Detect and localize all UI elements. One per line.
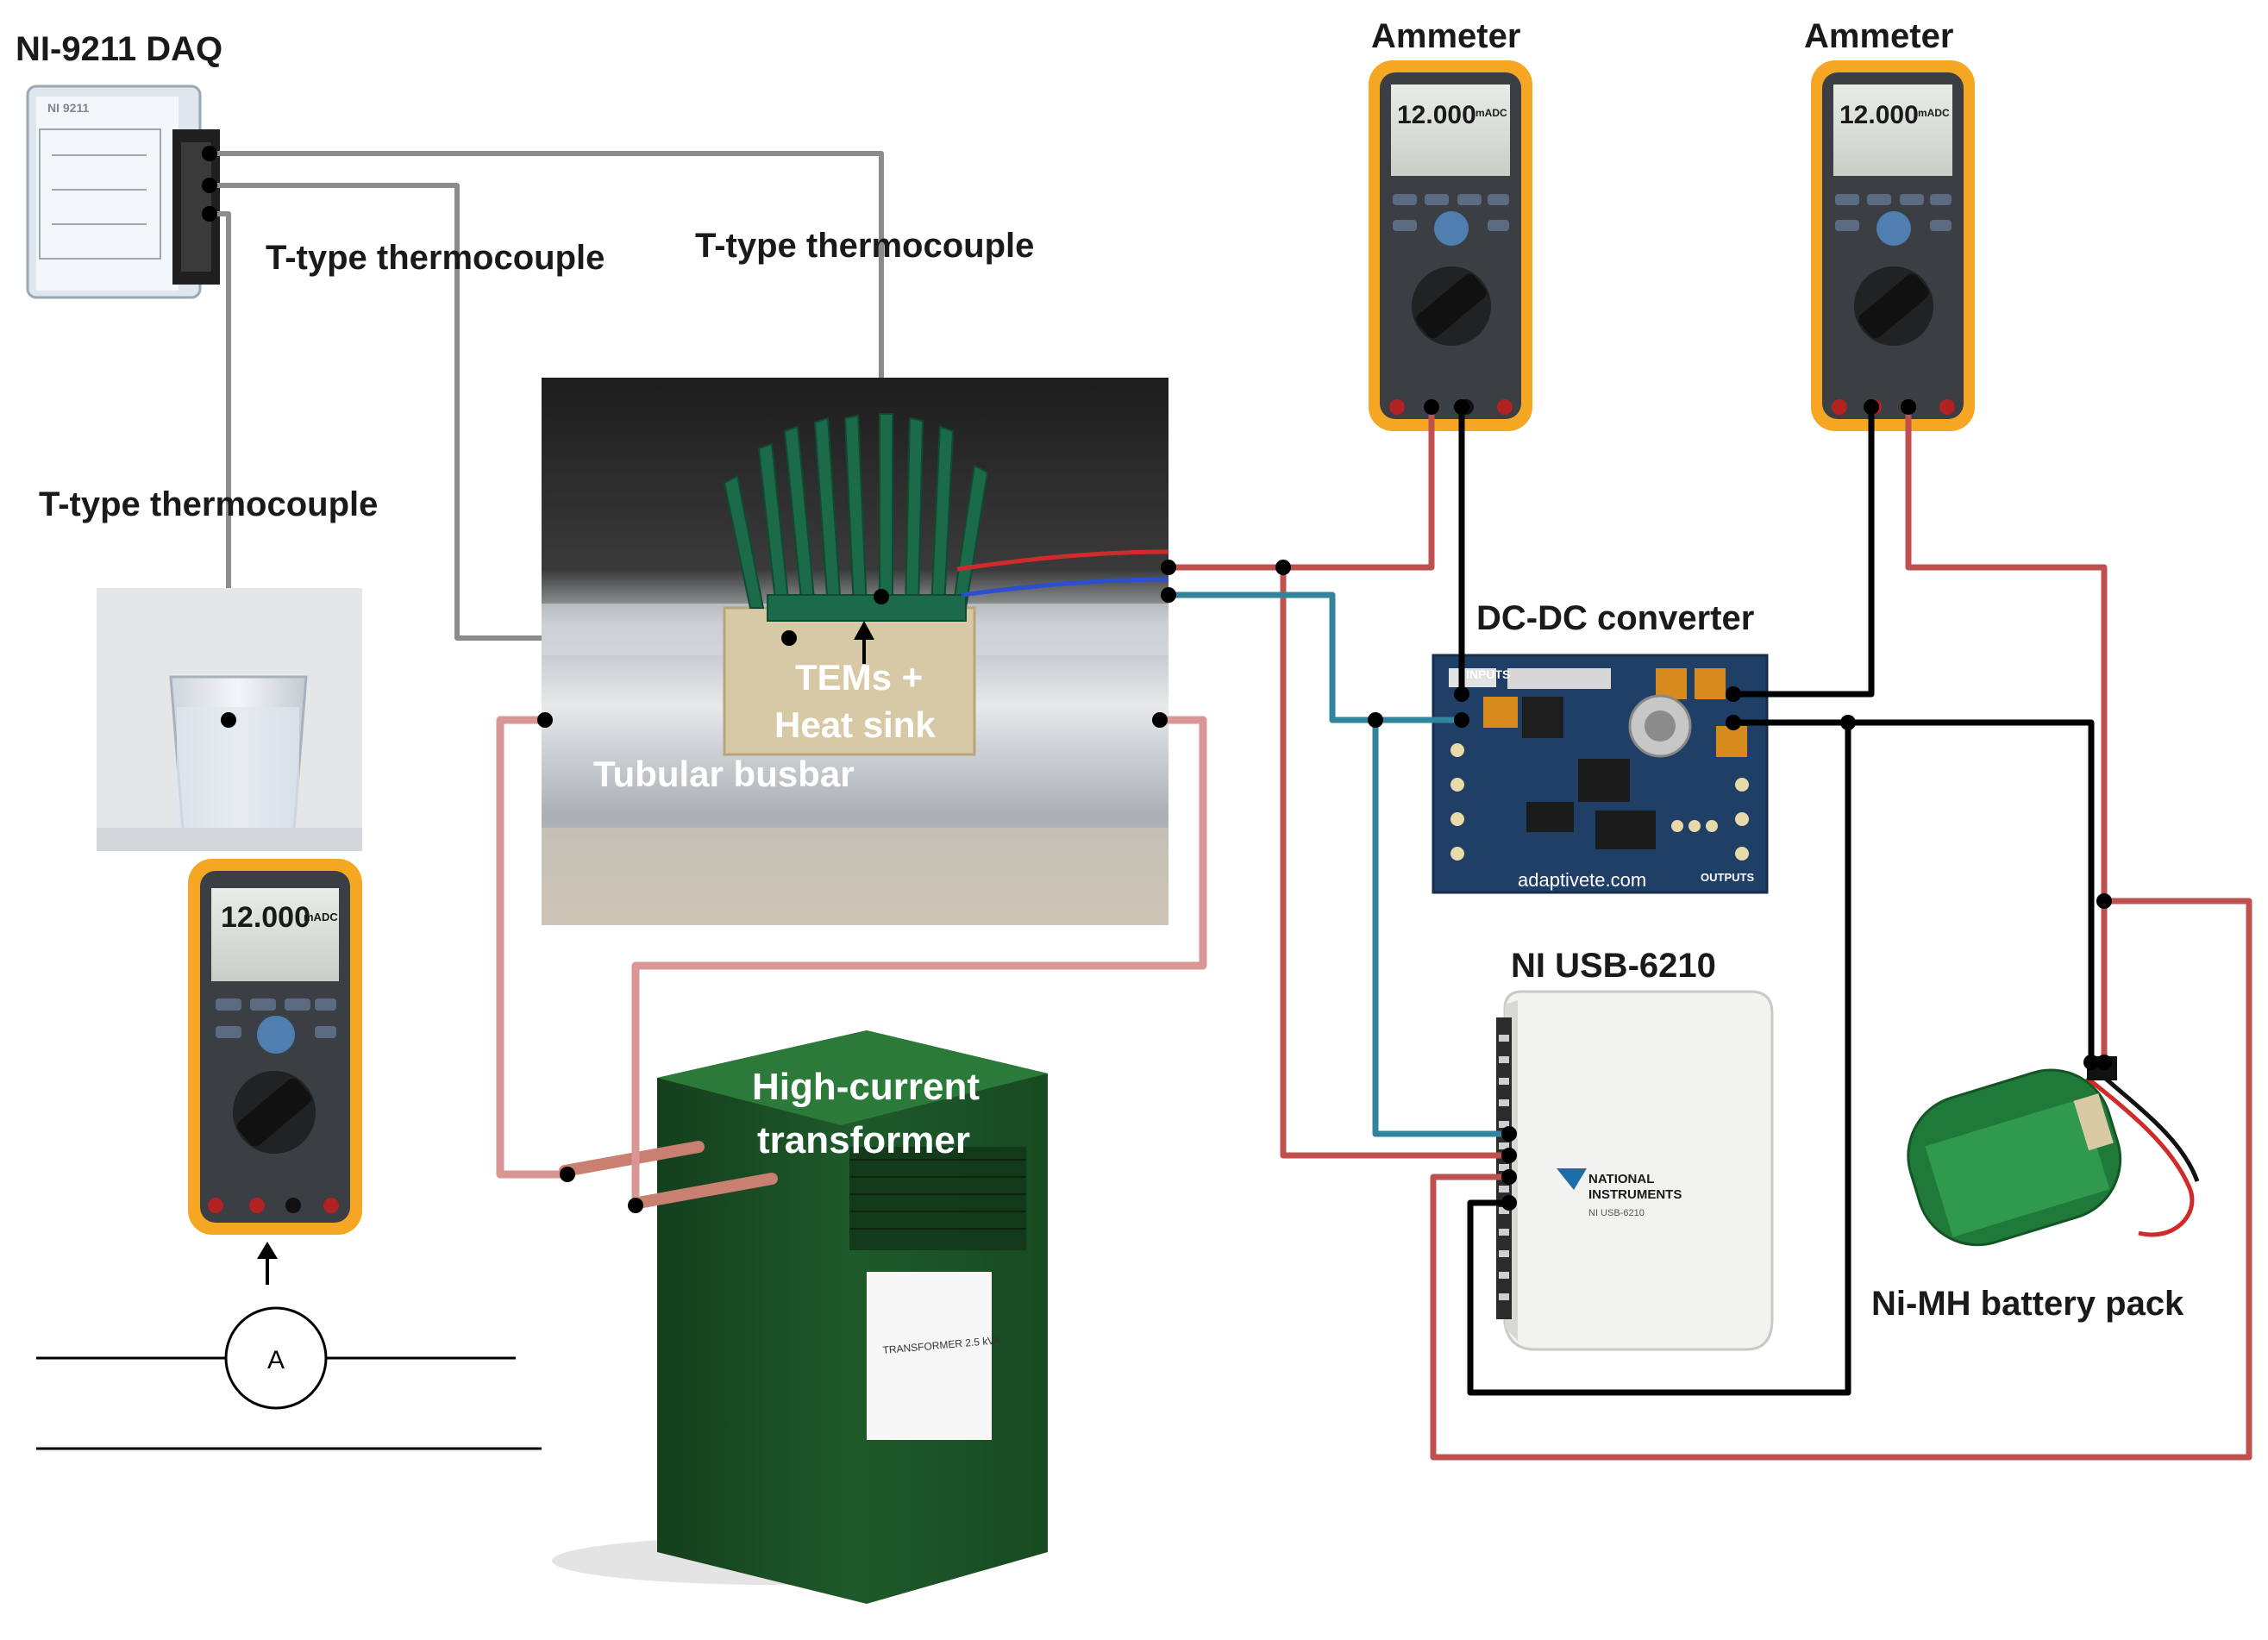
thermocouple-label-right: T-type thermocouple	[695, 227, 1034, 265]
transformer-label-line1: High-current	[752, 1066, 980, 1108]
ni-9211-daq-module: NI 9211	[26, 85, 220, 299]
busbar-photo	[542, 378, 1169, 925]
ammeter-1-unit: mADC	[1475, 107, 1507, 119]
ammeter-2-reading: 12.000	[1839, 101, 1919, 129]
wire-junction-dots	[202, 146, 2112, 1213]
red-signal-wires	[1168, 407, 2252, 1461]
multimeter-left: 12.000 mADC	[188, 859, 362, 1235]
board-site-text: adaptivete.com	[1518, 869, 1646, 891]
daq-label: NI-9211 DAQ	[16, 30, 222, 68]
water-glass-photo	[97, 588, 362, 851]
ni-usb-6210-device: NATIONAL INSTRUMENTS NI USB-6210	[1496, 990, 1774, 1351]
teal-signal-wires	[1168, 592, 1509, 1137]
thermocouple-label-left: T-type thermocouple	[266, 239, 605, 277]
ammeter-symbol: A	[36, 1242, 542, 1450]
dc-dc-converter-board: INPUTS adaptivete.com OUTPUTS	[1432, 654, 1769, 894]
ammeter-2: 12.000 mADC	[1811, 60, 1975, 431]
meter-left-unit: mADC	[304, 911, 338, 923]
busbar-label: Tubular busbar	[593, 754, 855, 794]
heat-sink	[723, 413, 989, 622]
usb-brand-line2: INSTRUMENTS	[1588, 1187, 1682, 1202]
board-inputs-text: INPUTS	[1466, 667, 1510, 681]
busbar-current-loop-wires	[496, 716, 1207, 1205]
usb6210-label: NI USB-6210	[1511, 947, 1716, 985]
ammeter-1-reading: 12.000	[1397, 101, 1476, 129]
ammeter-symbol-letter: A	[267, 1346, 285, 1374]
transformer-label-line2: transformer	[757, 1119, 970, 1161]
battery-label: Ni-MH battery pack	[1871, 1285, 2184, 1323]
daq-model-text: NI 9211	[47, 101, 89, 115]
ni-mh-battery-pack	[1907, 1056, 2200, 1247]
thermocouple-label-water: T-type thermocouple	[39, 485, 378, 523]
ammeter-1-label: Ammeter	[1371, 17, 1520, 55]
meter-left-reading: 12.000	[221, 901, 310, 934]
high-current-transformer: TRANSFORMER 2.5 kVA	[552, 1030, 1048, 1604]
ammeter-2-label: Ammeter	[1804, 17, 1953, 55]
board-outputs-text: OUTPUTS	[1701, 871, 1754, 884]
usb-brand-line1: NATIONAL	[1588, 1172, 1654, 1186]
dcdc-label: DC-DC converter	[1476, 599, 1754, 637]
tems-arrow	[854, 621, 874, 664]
usb-model-text: NI USB-6210	[1588, 1208, 1645, 1218]
ammeter-1: 12.000 mADC	[1369, 60, 1532, 431]
tems-label-line2: Heat sink	[774, 704, 936, 745]
ammeter-2-unit: mADC	[1918, 107, 1950, 119]
national-instruments-logo-icon	[1557, 1168, 1587, 1190]
tems-label-line1: TEMs +	[795, 657, 923, 698]
